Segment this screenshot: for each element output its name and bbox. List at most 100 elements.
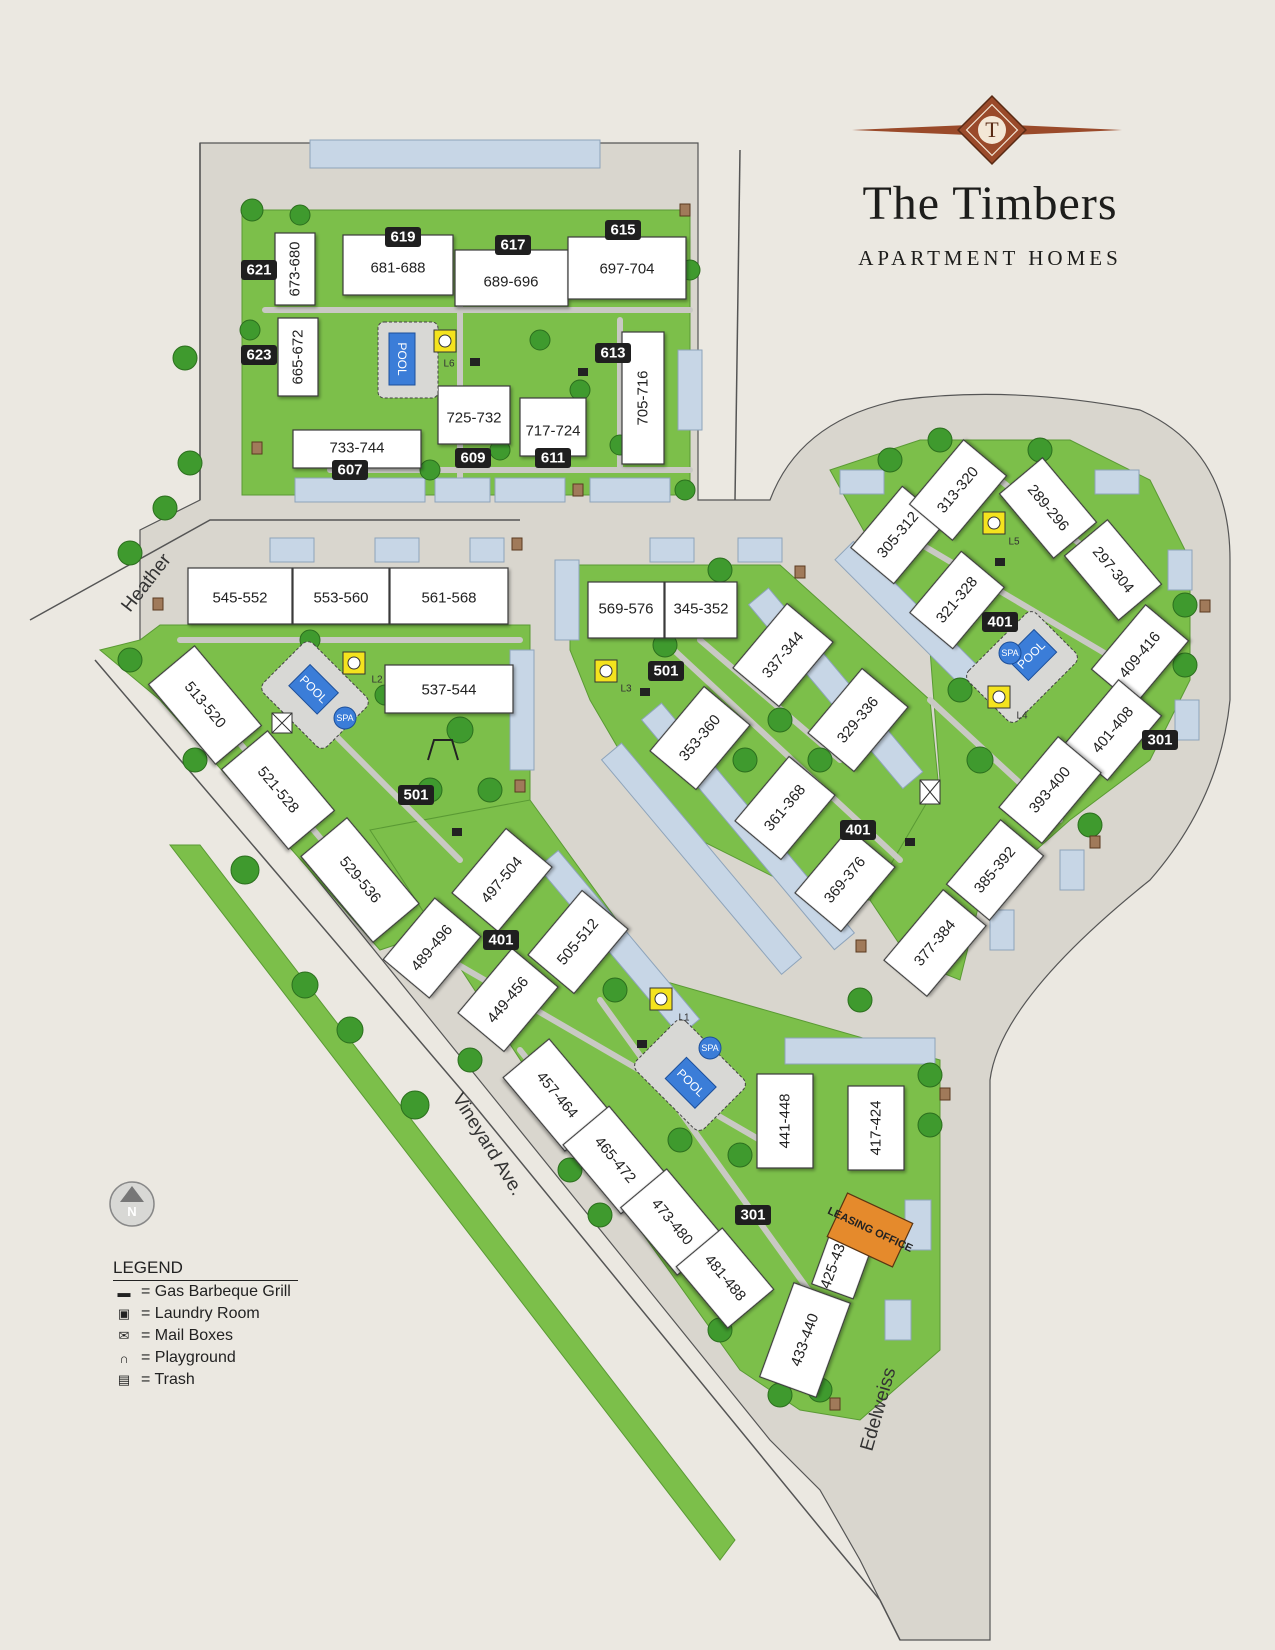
building-465-472[interactable]: 465-472 [562,1105,668,1215]
svg-text:537-544: 537-544 [421,682,476,699]
building-417-424[interactable]: 417-424 [847,1085,905,1171]
laundry-l4[interactable]: L4 [987,685,1028,722]
laundry-l2[interactable]: L2 [342,651,383,686]
legend-item-laundry: ▣ = Laundry Room [113,1303,313,1325]
svg-text:L2: L2 [371,675,383,686]
building-545-552[interactable]: 545-552 [187,567,293,625]
building-401-408[interactable]: 401-408 [1063,678,1163,782]
trash-icon [514,779,526,793]
building-665-672[interactable]: 665-672 [277,317,319,397]
brand-title: The Timbers [862,177,1118,230]
badge-613: 613 [595,343,631,363]
building-505-512[interactable]: 505-512 [527,889,629,995]
svg-text:401: 401 [987,614,1012,631]
laundry-l6[interactable]: L6 [433,329,457,370]
badge-301-a: 301 [1142,730,1178,750]
building-393-400[interactable]: 393-400 [998,735,1102,845]
svg-text:301: 301 [740,1207,765,1224]
building-481-488[interactable]: 481-488 [675,1227,775,1329]
site-icons [152,203,1211,1411]
svg-text:POOL: POOL [395,342,409,376]
trash-icon [855,939,867,953]
vineyard-median [168,844,736,1561]
building-705-716[interactable]: 705-716 [621,331,665,465]
trash-icon [251,441,263,455]
svg-text:725-732: 725-732 [446,410,501,427]
building-521-528[interactable]: 521-528 [220,730,336,850]
building-697-704[interactable]: 697-704 [567,236,687,300]
svg-text:609: 609 [460,450,485,467]
building-569-576[interactable]: 569-576 [587,581,665,639]
svg-text:611: 611 [541,450,565,467]
svg-text:L6: L6 [443,359,455,370]
brand-subtitle: APARTMENT HOMES [858,246,1122,270]
svg-text:501: 501 [403,787,428,804]
svg-text:T: T [985,117,999,142]
building-689-696[interactable]: 689-696 [454,249,569,307]
svg-text:553-560: 553-560 [313,590,368,607]
laundry-rooms: L6 L2 L3 L5 L4 L1 [342,329,1028,1024]
badge-619: 619 [385,227,421,247]
svg-text:L3: L3 [620,684,632,695]
building-345-352[interactable]: 345-352 [664,581,738,639]
svg-text:623: 623 [246,347,271,364]
building-297-304[interactable]: 297-304 [1063,518,1163,622]
building-361-368[interactable]: 361-368 [734,755,836,861]
svg-text:L5: L5 [1008,537,1020,548]
svg-text:689-696: 689-696 [483,274,538,291]
building-441-448[interactable]: 441-448 [756,1073,814,1169]
trash-icon [511,537,523,551]
trash-icon [152,597,164,611]
badge-401-c: 401 [982,612,1018,632]
laundry-l1[interactable]: L1 [649,987,690,1024]
badge-611: 611 [535,448,571,468]
logo-diamond-icon: T [956,94,1028,166]
building-289-296[interactable]: 289-296 [998,456,1098,560]
laundry-l5[interactable]: L5 [982,511,1020,548]
building-717-724[interactable]: 717-724 [519,397,587,457]
building-313-320[interactable]: 313-320 [908,438,1008,542]
building-553-560[interactable]: 553-560 [292,567,390,625]
buildings: 673-680 681-688 689-696 697-704 665-672 … [147,232,1190,1399]
pool-west[interactable]: POOL SPA [258,638,371,751]
svg-text:L1: L1 [678,1013,690,1024]
building-497-504[interactable]: 497-504 [451,827,553,933]
building-561-568[interactable]: 561-568 [389,567,509,625]
building-673-680[interactable]: 673-680 [274,232,316,306]
mailbox-icon: ✉ [118,1328,130,1343]
grill-icon [637,1040,647,1048]
svg-text:345-352: 345-352 [673,601,728,618]
building-433-440[interactable]: 433-440 [758,1281,852,1399]
building-449-456[interactable]: 449-456 [457,947,559,1053]
building-513-520[interactable]: 513-520 [147,645,263,765]
building-337-344[interactable]: 337-344 [732,602,834,708]
building-377-384[interactable]: 377-384 [883,888,987,998]
pool-north[interactable]: POOL [377,321,439,399]
playground-icon [427,739,459,761]
building-409-416[interactable]: 409-416 [1090,603,1190,707]
building-457-464[interactable]: 457-464 [502,1038,612,1152]
legend-item-grill: ▬ = Gas Barbeque Grill [113,1281,313,1303]
building-725-732[interactable]: 725-732 [437,385,511,445]
svg-text:697-704: 697-704 [599,261,654,278]
building-529-536[interactable]: 529-536 [300,816,420,944]
legend-item-trash: ▤ = Trash [113,1369,313,1391]
building-329-336[interactable]: 329-336 [807,667,909,773]
brand-logo: T [852,94,1122,166]
badge-501-b: 501 [648,661,684,681]
laundry-l3[interactable]: L3 [594,659,632,695]
building-353-360[interactable]: 353-360 [649,685,751,791]
svg-text:SPA: SPA [336,713,353,723]
svg-text:N: N [127,1204,136,1219]
building-489-496[interactable]: 489-496 [382,897,482,999]
pool-south[interactable]: POOL SPA [631,1016,748,1133]
badge-301-b: 301 [735,1205,771,1225]
svg-text:301: 301 [1147,732,1172,749]
building-369-376[interactable]: 369-376 [794,827,896,933]
building-321-328[interactable]: 321-328 [908,550,1006,650]
grill-icon: ▬ [117,1284,131,1300]
building-537-544[interactable]: 537-544 [384,664,514,714]
grill-icon [640,688,650,696]
building-385-392[interactable]: 385-392 [945,818,1045,922]
